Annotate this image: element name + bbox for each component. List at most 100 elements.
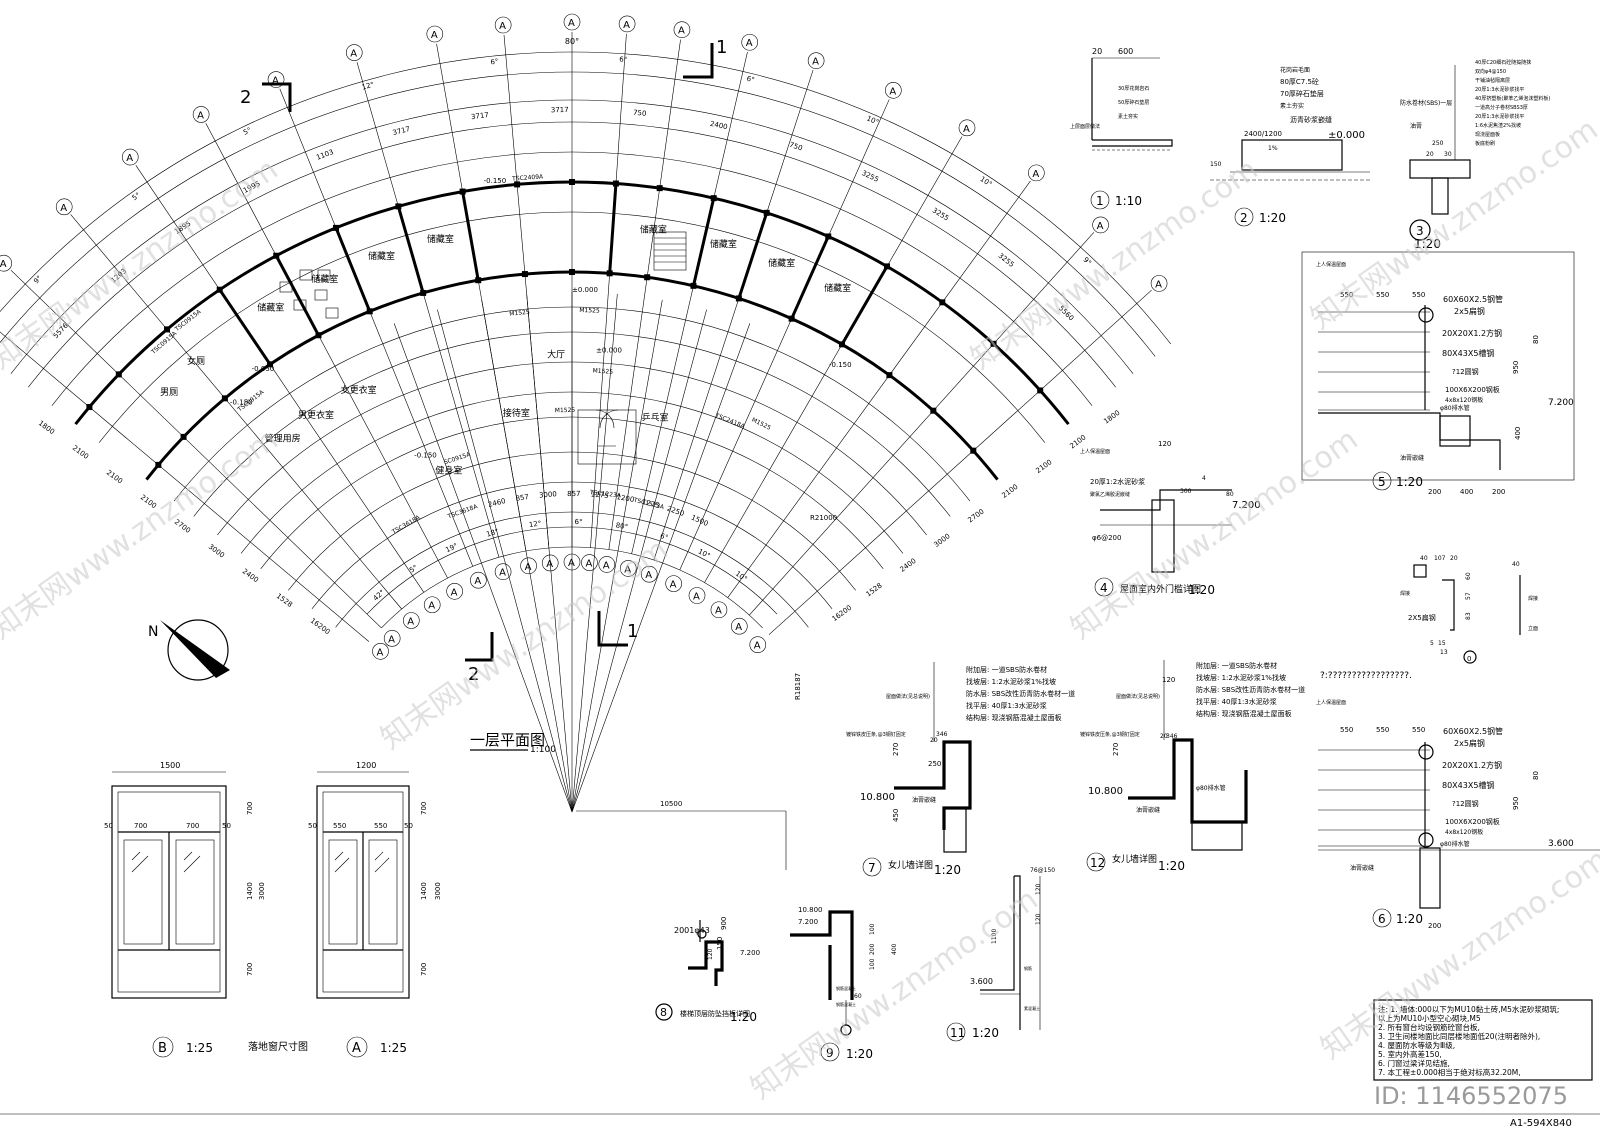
- svg-text:7.200: 7.200: [1232, 500, 1261, 511]
- svg-text:板底粉刷: 板底粉刷: [1475, 140, 1495, 147]
- column: [155, 461, 162, 468]
- svg-text:100: 100: [869, 923, 876, 935]
- svg-text:镀锌铁皮压条,@3钢钉固定: 镀锌铁皮压条,@3钢钉固定: [1080, 731, 1140, 738]
- svg-text:40厚挤塑板(聚苯乙烯泡沫塑料板): 40厚挤塑板(聚苯乙烯泡沫塑料板): [1475, 95, 1550, 102]
- section-mark-1-top: 1: [683, 37, 727, 79]
- construction-ray: [437, 309, 573, 813]
- svg-text:76@150: 76@150: [1030, 867, 1055, 874]
- column: [825, 233, 832, 240]
- dim-right: 2400: [899, 557, 918, 574]
- detail-number: 2: [1240, 211, 1248, 225]
- svg-text:2400/1200: 2400/1200: [1244, 130, 1282, 138]
- column: [788, 315, 795, 322]
- axis-line: [135, 165, 425, 593]
- svg-text:50: 50: [404, 822, 413, 830]
- svg-text:270: 270: [1112, 743, 1120, 756]
- construction-ray: [571, 299, 663, 813]
- door-tag: TSC3618A: [446, 503, 479, 521]
- axis-bubble-label: A: [451, 587, 458, 598]
- detail-13: 40 107 20 40 83 57 60 15 5 13 焊接 2X5扁钢 焊…: [1320, 555, 1538, 681]
- wall: [334, 227, 372, 312]
- wall: [396, 205, 425, 294]
- detail-number: 3: [1416, 224, 1424, 238]
- svg-text:4x8x120钢板: 4x8x120钢板: [1445, 828, 1483, 836]
- axis-bubble: [192, 106, 210, 123]
- axis-bubble-label: A: [126, 153, 133, 164]
- svg-text:防水层: SBS改性沥青防水卷材一道: 防水层: SBS改性沥青防水卷材一道: [966, 689, 1075, 698]
- dim-bottom: 1275: [590, 490, 608, 500]
- axis-bubble-label: A: [963, 124, 970, 135]
- detail-1: 20 600 30厚花岗岩石 50厚碎石垫层 素土夯实 上层面层做法 1 1:1…: [1070, 47, 1173, 210]
- svg-text:知末网www.znzmo.com: 知末网www.znzmo.com: [0, 152, 284, 377]
- plan-arc: [0, 51, 1172, 345]
- axis-bubble: [741, 33, 759, 51]
- column: [1037, 387, 1044, 394]
- svg-text:80厚C7.5砼: 80厚C7.5砼: [1280, 77, 1319, 86]
- detail-scale: 1:20: [972, 1026, 999, 1040]
- axis-bubble-label: A: [407, 616, 414, 627]
- svg-text:80: 80: [1532, 335, 1540, 344]
- svg-text:30厚花岗岩石: 30厚花岗岩石: [1118, 85, 1149, 92]
- room-label: 储藏室: [710, 238, 737, 250]
- axis-bubble-label: A: [754, 641, 761, 652]
- toilet-fixtures: [279, 269, 339, 319]
- level-mark: -0.150: [230, 398, 253, 406]
- svg-text:上人保温屋面: 上人保温屋面: [1316, 261, 1346, 268]
- axis-bubble-label: A: [60, 203, 67, 214]
- level-mark: ±0.000: [572, 286, 598, 294]
- axis-bubble: [426, 25, 444, 43]
- axis-bubble-label: A: [499, 568, 506, 579]
- column: [690, 282, 697, 289]
- svg-text:80: 80: [1226, 491, 1234, 498]
- axis-bubble: [267, 71, 285, 88]
- room-label: 储藏室: [427, 233, 454, 245]
- drawing-id: ID: 1146552075: [1374, 1082, 1568, 1110]
- axis-bubble: [640, 565, 658, 583]
- construction-ray: [481, 299, 573, 813]
- svg-text:±0.000: ±0.000: [1328, 130, 1365, 141]
- room-label: 储藏室: [257, 302, 284, 314]
- window-scale: 1:25: [380, 1041, 407, 1055]
- column: [521, 271, 528, 278]
- svg-text:57: 57: [1465, 592, 1472, 600]
- svg-text:15: 15: [1438, 640, 1446, 647]
- door-tag: M1525: [579, 307, 600, 315]
- detail-6: 上人保温屋面 60X60X2.5钢管 2x5扁钢 20X20X1.2方钢 80X…: [1316, 699, 1600, 930]
- detail-5: 上人保温屋面 60X60X2.5钢管 2x5扁钢 20X20X1.2方钢 80X…: [1301, 251, 1575, 496]
- dim-outer: 10°: [979, 175, 994, 189]
- axis-bubble: [1150, 275, 1168, 292]
- column: [267, 361, 274, 368]
- construction-ray: [571, 323, 751, 813]
- room-label: 储藏室: [640, 224, 667, 236]
- axis-bubble: [673, 21, 691, 38]
- svg-text:φ80排水管: φ80排水管: [1196, 784, 1226, 792]
- svg-text:素混凝土: 素混凝土: [1024, 1005, 1040, 1011]
- column: [86, 404, 93, 411]
- dim-bottom-angle: 6°: [575, 518, 583, 526]
- door-tag: TSC1223A: [589, 489, 622, 499]
- room-label: 储藏室: [768, 257, 795, 269]
- svg-text:现浇屋面板: 现浇屋面板: [1475, 131, 1500, 138]
- axis-bubble-label: A: [746, 38, 753, 49]
- axis-line: [704, 136, 963, 583]
- dim-outer: 6°: [746, 75, 756, 85]
- svg-text:立面: 立面: [1528, 625, 1538, 632]
- room-label: 健身室: [435, 465, 462, 477]
- room-label: 大厅: [547, 348, 565, 360]
- svg-text:防水卷材(SBS)一层: 防水卷材(SBS)一层: [1400, 99, 1452, 107]
- detail-number: 4: [1100, 581, 1108, 595]
- plan-axis-bubbles: AAAAAAAAAAAAAAAAAAAAAAAAAAAAAAAAAAAAAA: [0, 13, 1168, 660]
- section-mark-2-right: 2: [465, 632, 494, 685]
- plan-arc: [0, 71, 1156, 357]
- door-tag: TSC2409A: [511, 173, 544, 182]
- svg-text:20厚1:2水泥砂浆: 20厚1:2水泥砂浆: [1090, 477, 1145, 486]
- dim-bottom: 3000: [539, 490, 557, 499]
- dim-left: 1528: [275, 592, 294, 609]
- section-mark-label: 2: [468, 664, 479, 685]
- svg-text:60: 60: [854, 993, 862, 1000]
- axis-line: [679, 99, 890, 571]
- svg-text:20厚1:3水泥砂浆找平: 20厚1:3水泥砂浆找平: [1475, 113, 1524, 120]
- column: [514, 181, 521, 188]
- entrance-door: [577, 409, 637, 465]
